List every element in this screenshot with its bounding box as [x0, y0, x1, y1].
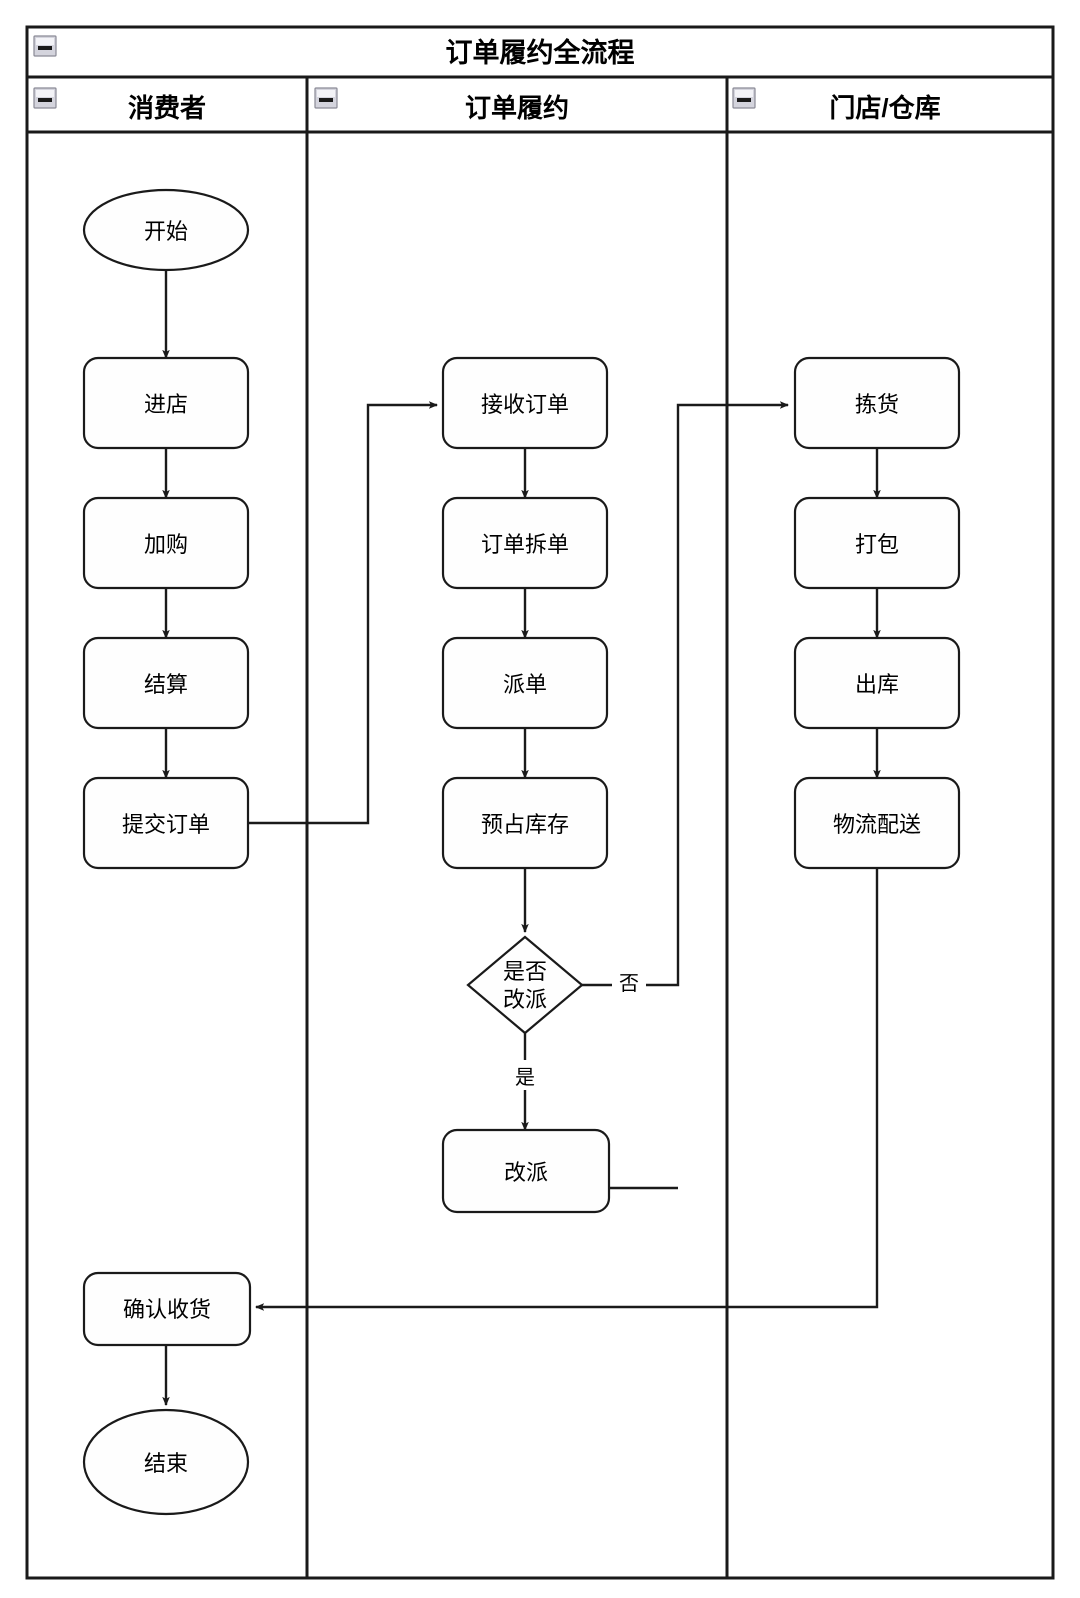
node-start-label: 开始 — [144, 219, 188, 244]
node-dispatch-order-label: 派单 — [503, 672, 547, 697]
node-split-order-label: 订单拆单 — [481, 532, 569, 557]
lane-header-consumer: 消费者 — [128, 93, 206, 123]
lane-header-fulfillment: 订单履约 — [465, 93, 569, 123]
node-dispatch-order[interactable]: 派单 — [441, 636, 609, 730]
node-checkout[interactable]: 结算 — [82, 636, 250, 730]
lane-collapse-button-consumer[interactable] — [33, 87, 57, 109]
node-split-order[interactable]: 订单拆单 — [441, 496, 609, 590]
edge-decide-no-to-pick — [582, 401, 790, 987]
lane-collapse-button-store[interactable] — [732, 87, 756, 109]
lane-label-store: 门店/仓库 — [829, 93, 940, 123]
node-decision-redispatch-label-line2: 改派 — [503, 987, 547, 1012]
node-receive-order-label: 接收订单 — [481, 392, 569, 417]
node-redispatch[interactable]: 改派 — [441, 1128, 611, 1214]
pool-title: 订单履约全流程 — [446, 37, 635, 68]
node-reserve-stock[interactable]: 预占库存 — [441, 776, 609, 870]
node-enter-shop-label: 进店 — [144, 392, 188, 417]
node-add-cart[interactable]: 加购 — [82, 496, 250, 590]
node-redispatch-label: 改派 — [504, 1160, 548, 1185]
node-decision-redispatch[interactable]: 是否 改派 — [466, 935, 584, 1035]
node-start[interactable]: 开始 — [82, 188, 250, 272]
node-logistics-delivery[interactable]: 物流配送 — [793, 776, 961, 870]
edge-label-yes: 是 — [508, 1060, 542, 1090]
node-end-label: 结束 — [144, 1451, 188, 1476]
node-submit-order-label: 提交订单 — [122, 812, 210, 837]
node-logistics-delivery-label: 物流配送 — [833, 812, 921, 837]
node-checkout-label: 结算 — [144, 672, 188, 697]
pool-frame — [25, 25, 1055, 1580]
node-pack[interactable]: 打包 — [793, 496, 961, 590]
node-receive-order[interactable]: 接收订单 — [441, 356, 609, 450]
edge-label-no: 否 — [612, 966, 646, 996]
node-outbound-label: 出库 — [855, 672, 899, 697]
edge-label-no-text: 否 — [619, 973, 639, 995]
node-pick[interactable]: 拣货 — [793, 356, 961, 450]
lane-label-fulfillment: 订单履约 — [465, 93, 569, 123]
node-pick-label: 拣货 — [855, 392, 899, 417]
edge-label-yes-text: 是 — [515, 1067, 535, 1089]
node-confirm-receipt[interactable]: 确认收货 — [82, 1271, 252, 1347]
node-add-cart-label: 加购 — [144, 532, 188, 557]
pool-title-label: 订单履约全流程 — [446, 37, 635, 68]
pool-collapse-button[interactable] — [33, 35, 57, 57]
node-pack-label: 打包 — [855, 532, 899, 557]
edge-submit-to-receive — [248, 401, 439, 825]
lane-header-store: 门店/仓库 — [829, 93, 940, 123]
lane-collapse-button-fulfillment[interactable] — [314, 87, 338, 109]
node-submit-order[interactable]: 提交订单 — [82, 776, 250, 870]
node-enter-shop[interactable]: 进店 — [82, 356, 250, 450]
node-end[interactable]: 结束 — [82, 1408, 250, 1516]
node-confirm-receipt-label: 确认收货 — [123, 1297, 211, 1322]
node-decision-redispatch-label-line1: 是否 — [503, 959, 547, 984]
node-reserve-stock-label: 预占库存 — [481, 812, 569, 837]
lane-label-consumer: 消费者 — [128, 93, 206, 123]
edge-delivery-to-confirm — [254, 868, 879, 1311]
node-outbound[interactable]: 出库 — [793, 636, 961, 730]
